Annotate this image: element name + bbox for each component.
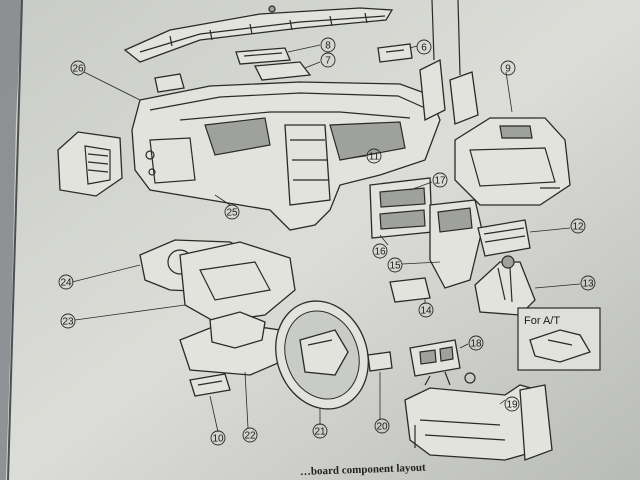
callout-20: 20 — [374, 372, 390, 434]
svg-text:23: 23 — [62, 317, 74, 328]
callout-14: 14 — [418, 298, 434, 318]
steering-wheel — [275, 300, 369, 410]
page-fold-line — [7, 0, 23, 480]
svg-text:8: 8 — [325, 41, 331, 52]
callout-23: 23 — [60, 304, 186, 329]
svg-text:20: 20 — [376, 422, 388, 433]
svg-text:16: 16 — [374, 247, 386, 258]
callout-17: 17 — [409, 172, 448, 191]
part-switch-small — [377, 43, 413, 63]
callout-11: 11 — [351, 148, 382, 164]
callout-26: 26 — [70, 60, 141, 101]
svg-text:25: 25 — [226, 208, 238, 219]
instrument-panel-main — [131, 81, 441, 231]
svg-text:18: 18 — [470, 339, 482, 350]
callout-21: 21 — [312, 408, 328, 439]
part-top-cover — [253, 61, 312, 81]
shift-boot — [474, 255, 536, 316]
part-defroster-nozzle — [235, 47, 291, 65]
part-switch-panel-18 — [409, 339, 476, 386]
svg-text:24: 24 — [60, 278, 72, 289]
svg-text:6: 6 — [421, 43, 427, 54]
callout-18: 18 — [459, 335, 484, 351]
svg-text:14: 14 — [420, 306, 432, 317]
callout-9: 9 — [500, 60, 516, 113]
left-side-vent — [57, 131, 123, 197]
svg-text:17: 17 — [434, 176, 446, 187]
glove-box — [454, 117, 571, 206]
part-vent-small-left — [154, 73, 185, 93]
right-upper-brackets — [419, 0, 479, 125]
svg-text:13: 13 — [582, 279, 594, 290]
svg-text:15: 15 — [389, 261, 401, 272]
svg-text:11: 11 — [369, 152, 380, 163]
callout-7: 7 — [304, 52, 336, 69]
cluster-hood — [179, 241, 296, 323]
svg-text:9: 9 — [505, 64, 511, 75]
part-small-bracket-14 — [389, 277, 431, 303]
at-inset-label: For A/T — [524, 315, 560, 327]
center-cluster-bezel — [429, 199, 531, 289]
callout-24: 24 — [58, 264, 141, 290]
callout-19: 19 — [499, 396, 520, 412]
figure-caption: …board component layout — [300, 462, 427, 478]
callout-15: 15 — [387, 257, 441, 273]
svg-text:10: 10 — [212, 434, 224, 445]
svg-text:22: 22 — [244, 431, 256, 442]
callout-25: 25 — [214, 194, 240, 220]
callout-12: 12 — [529, 218, 586, 234]
callout-10: 10 — [209, 395, 226, 446]
at-inset-box: For A/T — [517, 307, 601, 371]
page-edge-shadow — [0, 0, 22, 480]
steering-column-cover — [179, 311, 286, 376]
callout-16: 16 — [372, 234, 389, 259]
svg-text:7: 7 — [325, 56, 331, 67]
svg-text:12: 12 — [572, 222, 584, 233]
callout-22: 22 — [242, 371, 258, 443]
part-small-plate-20 — [367, 351, 393, 372]
svg-text:19: 19 — [506, 400, 518, 411]
callout-6: 6 — [409, 39, 432, 55]
center-stack-audio — [369, 177, 433, 239]
center-console — [404, 384, 553, 461]
dash-top-pad — [123, 5, 394, 63]
callout-13: 13 — [534, 275, 596, 291]
callout-8: 8 — [287, 37, 336, 53]
svg-text:21: 21 — [314, 427, 326, 438]
part-switch-10 — [189, 373, 231, 397]
svg-text:26: 26 — [72, 64, 84, 75]
